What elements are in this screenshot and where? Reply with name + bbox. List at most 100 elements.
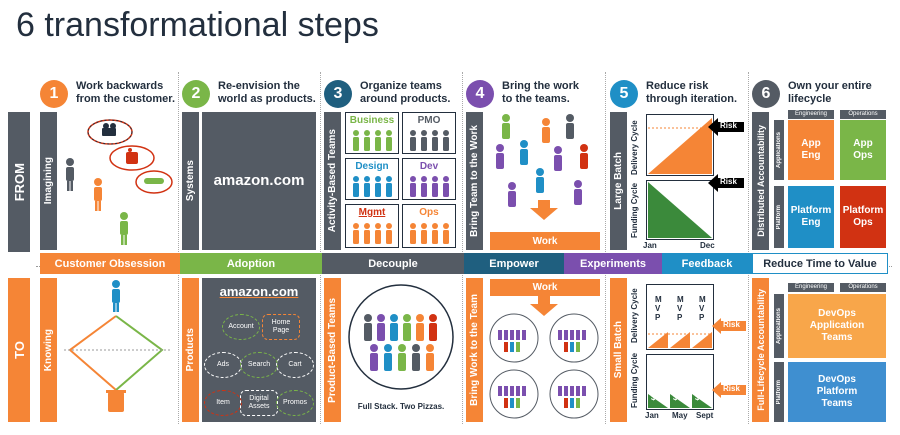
step-4-from-bar: Bring Team to the Work bbox=[466, 112, 483, 250]
step-4-to-label: Bring Work to the Team bbox=[469, 294, 480, 406]
step-4-heading: Bring the work to the teams. bbox=[502, 80, 580, 105]
step-2-from-label: Systems bbox=[185, 160, 196, 202]
to-row-label: TO bbox=[11, 341, 27, 359]
step-2-number: 2 bbox=[182, 80, 210, 108]
risk-label: Risk bbox=[720, 177, 737, 186]
robot-icon bbox=[126, 148, 138, 164]
step-2-from-panel bbox=[202, 112, 316, 250]
page-title: 6 transformational steps bbox=[16, 6, 379, 44]
service-promos: Promos bbox=[276, 390, 314, 416]
two-pizza-caption: Full Stack. Two Pizzas. bbox=[357, 402, 445, 411]
applications-label: Applications bbox=[776, 307, 782, 344]
devops-application-teams-box: DevOps Application Teams bbox=[788, 294, 886, 358]
risk-label: Risk bbox=[720, 121, 737, 130]
step-6-heading: Own your entire lifecycle bbox=[788, 80, 872, 105]
axis-jan: Jan bbox=[643, 241, 657, 250]
step-4-to-work-box: Work bbox=[490, 279, 600, 296]
operations-header: Operations bbox=[840, 110, 886, 119]
step-5-to-label: Small Batch bbox=[613, 321, 624, 379]
column-separator bbox=[178, 72, 179, 424]
mvp-2-p: P bbox=[677, 313, 683, 322]
tile-label: Dev bbox=[419, 161, 439, 172]
step-6-to-bar: Full-Lifecycle Accountability bbox=[752, 278, 769, 422]
service-search: Search bbox=[240, 352, 278, 378]
service-cart: Cart bbox=[276, 352, 314, 378]
from-row-label: FROM bbox=[11, 162, 27, 202]
band-customer-obsession: Customer Obsession bbox=[40, 253, 180, 274]
step-6-to-label: Full-Lifecycle Accountability bbox=[755, 289, 766, 411]
axis-dec: Dec bbox=[700, 241, 715, 250]
funding-cycle-label-to: Funding Cycle bbox=[630, 353, 639, 408]
axis-may-to: May bbox=[672, 411, 688, 420]
step-1-from-illustration bbox=[66, 119, 173, 245]
team-tile-dev: Dev bbox=[402, 158, 456, 200]
step-2-to-bar: Products bbox=[182, 278, 199, 422]
platform-label: Platform bbox=[776, 204, 782, 230]
axis-sept-to: Sept bbox=[696, 411, 714, 420]
step-2-to-label: Products bbox=[185, 328, 196, 372]
from-row-bar: FROM bbox=[8, 112, 30, 252]
app-eng-box: App Eng bbox=[788, 120, 834, 180]
delivery-cycle-label-to: Delivery Cycle bbox=[630, 288, 639, 344]
step-2-heading: Re-envision the world as products. bbox=[218, 80, 316, 105]
step-1-from-bar: Imagining bbox=[40, 112, 57, 250]
beaker-icon bbox=[106, 390, 126, 412]
team-tile-mgmt: Mgmt bbox=[345, 204, 399, 248]
step-4-number: 4 bbox=[466, 80, 494, 108]
person-icon bbox=[66, 158, 74, 191]
step-4-to-bar: Bring Work to the Team bbox=[466, 278, 483, 422]
mvp-2-m: M bbox=[677, 295, 684, 304]
risk-arrow-small-bottom: Risk bbox=[712, 382, 746, 403]
to-row-bar: TO bbox=[8, 278, 30, 422]
step-6-number: 6 bbox=[752, 80, 780, 108]
mvp-2-v: V bbox=[677, 304, 683, 313]
mvp-3-m: M bbox=[699, 295, 706, 304]
risk-label: Risk bbox=[723, 384, 740, 393]
funding-dollar-1: $ bbox=[651, 393, 656, 402]
tile-label: Ops bbox=[419, 207, 439, 218]
large-batch-funding-chart bbox=[646, 180, 714, 240]
engineering-header: Engineering bbox=[788, 110, 834, 119]
mvp-3-p: P bbox=[699, 313, 705, 322]
step-1-heading: Work backwards from the customer. bbox=[76, 80, 176, 105]
delivery-cycle-text: Delivery Cycle bbox=[630, 120, 639, 176]
step-2-to-brand: amazon.com bbox=[219, 284, 299, 299]
step-3-number: 3 bbox=[324, 80, 352, 108]
engineering-header-to: Engineering bbox=[788, 283, 834, 292]
platform-side-to: Platform bbox=[774, 362, 784, 422]
operations-header-to: Operations bbox=[840, 283, 886, 292]
arrow-left-icon bbox=[708, 174, 744, 192]
team-tile-business: Business bbox=[345, 112, 399, 154]
step-2-from-bar: Systems bbox=[182, 112, 199, 250]
step-3-from-label: Activity-Based Teams bbox=[327, 129, 338, 233]
column-separator bbox=[320, 72, 321, 424]
column-separator bbox=[605, 72, 606, 424]
tile-label: Mgmt bbox=[358, 207, 386, 218]
step-4-to-teams bbox=[489, 296, 599, 419]
people-group-icon bbox=[410, 130, 449, 151]
risk-arrow-bottom: Risk bbox=[708, 174, 744, 197]
applications-label: Applications bbox=[776, 131, 782, 168]
people-group-icon bbox=[353, 130, 392, 151]
platform-eng-box: Platform Eng bbox=[788, 186, 834, 248]
band-adoption: Adoption bbox=[180, 253, 322, 274]
delivery-cycle-text: Delivery Cycle bbox=[630, 288, 639, 344]
funding-dollar-3: $ bbox=[695, 393, 700, 402]
tile-label: Design bbox=[355, 161, 389, 172]
band-reduce-time-to-value: Reduce Time to Value bbox=[752, 253, 888, 274]
band-empower: Empower bbox=[464, 253, 564, 274]
column-separator bbox=[748, 72, 749, 424]
service-item: Item bbox=[204, 390, 242, 416]
large-batch-delivery-chart bbox=[646, 114, 714, 176]
app-ops-box: App Ops bbox=[840, 120, 886, 180]
people-group-icon bbox=[353, 223, 392, 244]
service-digital-assets: Digital Assets bbox=[240, 390, 278, 416]
step-6-from-bar: Distributed Accountability bbox=[752, 112, 769, 250]
step-5-from-bar: Large Batch bbox=[610, 112, 627, 250]
tile-label: PMO bbox=[417, 115, 441, 126]
service-ads: Ads bbox=[204, 352, 242, 378]
people-group-icon bbox=[410, 223, 449, 244]
step-1-to-illustration bbox=[64, 280, 172, 412]
small-batch-funding-chart bbox=[646, 354, 714, 410]
arrow-down-icon bbox=[530, 296, 558, 316]
